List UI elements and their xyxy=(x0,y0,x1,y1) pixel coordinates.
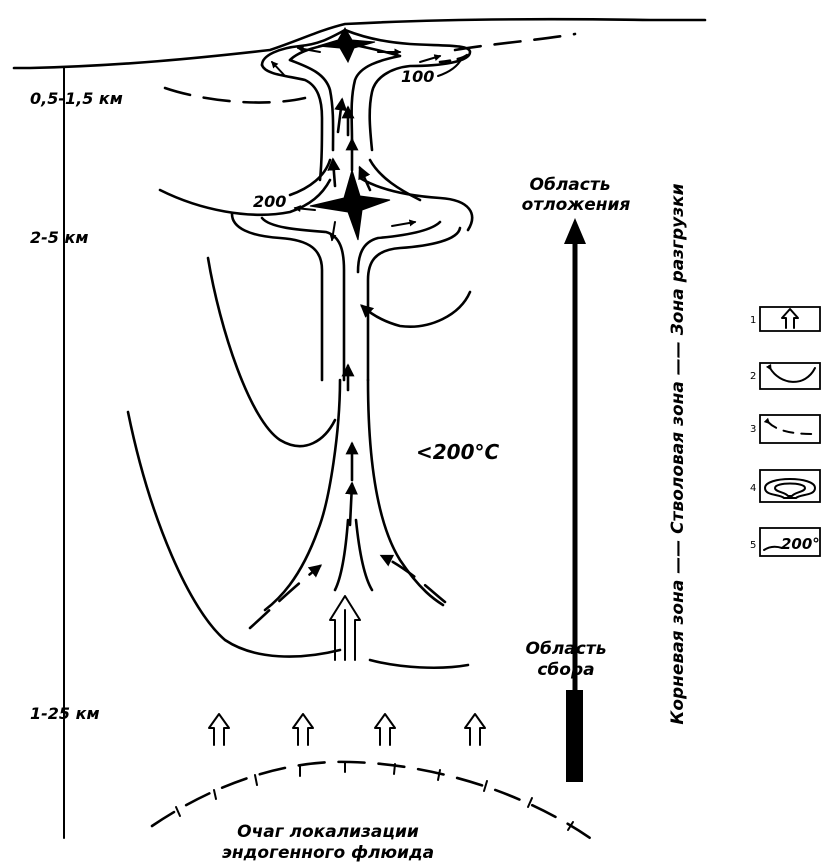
isotherm-200-inner-contour-right xyxy=(356,220,442,274)
isotherm-label-200: 200 xyxy=(253,192,286,211)
isotherm-200-outer-contour-right xyxy=(366,226,462,382)
isotherm-100-inner-contour-left xyxy=(288,58,335,152)
collection-bar xyxy=(566,690,583,782)
collection-label-line2: сбора xyxy=(537,660,594,680)
legend-box-1 xyxy=(759,306,821,332)
isotherm-200-inner-contour xyxy=(260,216,346,382)
legend-num-1: 1 xyxy=(750,315,756,326)
flow-curve-left-mid xyxy=(206,256,337,448)
flow-curve-arrow-icon xyxy=(765,363,816,383)
legend-box-3 xyxy=(759,414,821,444)
isotherm-100-outer-contour-left xyxy=(260,63,324,182)
mid-arrow-right xyxy=(391,219,417,227)
flow-curve-right-mid xyxy=(360,290,472,328)
isotherm-100-dashed-tail xyxy=(438,48,472,64)
deposition-label-line2: отложения xyxy=(522,195,631,215)
legend-box-5 xyxy=(759,527,821,557)
legend: 1 2 3 4 5 200° xyxy=(750,306,821,557)
depth-label-deep: 1-25 км xyxy=(30,704,100,723)
dashed-flow-arrow-icon xyxy=(763,417,816,435)
ore-body-top xyxy=(317,27,376,64)
depth-label-middle: 2-5 км xyxy=(30,228,88,247)
isotherm-200-left-curve xyxy=(158,178,332,217)
isotherm-contour-icon xyxy=(764,478,816,499)
mid-arrow-down xyxy=(329,221,337,242)
deposition-label-line1: Область xyxy=(530,175,611,195)
ground-surface-line xyxy=(12,17,707,70)
top-arrow-outer-right xyxy=(419,54,442,63)
legend-num-4: 4 xyxy=(750,483,756,494)
fluid-source-arc xyxy=(150,760,592,840)
top-arrow-outer-left xyxy=(271,60,286,77)
flow-curve-right-outer xyxy=(368,658,470,670)
mid-arrow-left xyxy=(293,205,316,213)
depth-label-shallow: 0,5-1,5 км xyxy=(30,89,123,108)
isotherm-value-icon xyxy=(763,545,783,551)
source-arrows-row xyxy=(208,713,486,746)
top-arrow-left xyxy=(296,45,321,53)
source-label-line1: Очаг локализации xyxy=(237,822,419,842)
zones-vertical-label: Корневая зона —— Стволовая зона —— Зона … xyxy=(668,183,688,724)
legend-box-2 xyxy=(759,362,821,390)
dashed-flow-right xyxy=(379,554,447,604)
shallow-dashed-isotherm-left xyxy=(163,86,307,104)
channel-inner-left xyxy=(333,518,350,592)
channel-arrow-upper-5 xyxy=(358,165,372,192)
upflow-main-arrowhead xyxy=(564,218,586,244)
channel-arrow-upper-4 xyxy=(327,157,341,188)
channel-left-wall xyxy=(263,378,342,612)
dashed-flow-left xyxy=(248,564,323,630)
hollow-arrow-central xyxy=(329,595,361,661)
legend-label-5: 200° xyxy=(781,535,820,553)
hollow-arrow-icon xyxy=(781,308,799,329)
temperature-label: <200°C xyxy=(416,440,500,464)
isotherm-label-100: 100 xyxy=(401,67,434,86)
channel-right-wall xyxy=(366,378,445,607)
legend-num-5: 5 xyxy=(750,540,756,551)
collection-label-line1: Область xyxy=(526,639,607,659)
channel-arrow-upper-2 xyxy=(334,97,348,134)
flow-curve-left-outer xyxy=(126,410,342,658)
channel-inner-right xyxy=(354,518,374,592)
channel-arrow-lower-3 xyxy=(345,481,358,527)
ore-body-deposition xyxy=(309,168,391,241)
source-arc-ticks xyxy=(175,761,574,831)
source-label-line2: эндогенного флюида xyxy=(222,843,434,863)
shallow-dashed-isotherm-right xyxy=(453,32,577,52)
isotherm-200-outer-contour xyxy=(230,212,324,382)
legend-num-3: 3 xyxy=(750,424,756,435)
legend-num-2: 2 xyxy=(750,371,756,382)
isotherm-200-right-curve xyxy=(358,176,474,232)
isotherm-100-outer-contour xyxy=(260,28,472,152)
isotherm-100-leader xyxy=(437,57,463,77)
